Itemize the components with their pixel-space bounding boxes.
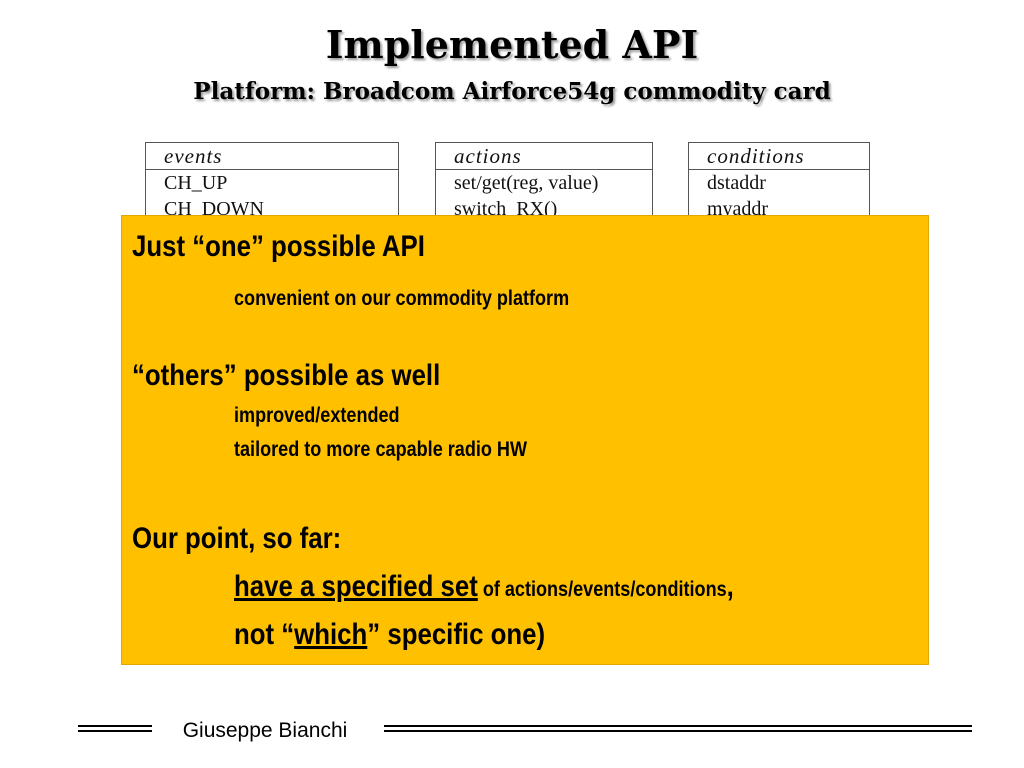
actions-table-header: actions xyxy=(436,143,652,170)
conditions-table-header: conditions xyxy=(689,143,869,170)
footer-rule-right xyxy=(384,725,972,732)
callout-box: Just “one” possible API convenient on ou… xyxy=(121,215,929,665)
actions-row: switch_RX() xyxy=(454,198,558,220)
footer-author: Giuseppe Bianchi xyxy=(182,719,348,742)
conditions-row: myaddr xyxy=(707,198,769,220)
specified-set-text: have a specified set xyxy=(234,570,478,603)
events-row: CH_DOWN xyxy=(164,198,264,220)
slide-title: Implemented API xyxy=(325,22,699,67)
callout-line-tailored: tailored to more capable radio HW xyxy=(234,438,528,461)
callout-line-others: “others” possible as well xyxy=(132,359,441,392)
specific-one-text: ” specific one) xyxy=(367,618,546,651)
conditions-row: dstaddr xyxy=(707,172,766,194)
events-row: CH_UP xyxy=(164,172,228,194)
callout-line-which: not “which” specific one) xyxy=(234,618,545,652)
footer-rule-left xyxy=(78,725,152,732)
callout-line-specified-set: have a specified set of actions/events/c… xyxy=(234,570,734,604)
callout-line-our-point: Our point, so far: xyxy=(132,522,342,555)
actions-events-conditions-text: of actions/events/conditions xyxy=(477,578,727,601)
callout-line-one-api: Just “one” possible API xyxy=(132,230,425,263)
comma-text: , xyxy=(726,570,734,603)
which-text: which xyxy=(294,618,368,651)
callout-line-convenient: convenient on our commodity platform xyxy=(234,287,570,310)
slide-subtitle: Platform: Broadcom Airforce54g commodity… xyxy=(193,78,831,105)
callout-line-improved: improved/extended xyxy=(234,404,400,427)
not-text: not “ xyxy=(234,618,295,651)
events-table-header: events xyxy=(146,143,398,170)
actions-row: set/get(reg, value) xyxy=(454,172,599,194)
